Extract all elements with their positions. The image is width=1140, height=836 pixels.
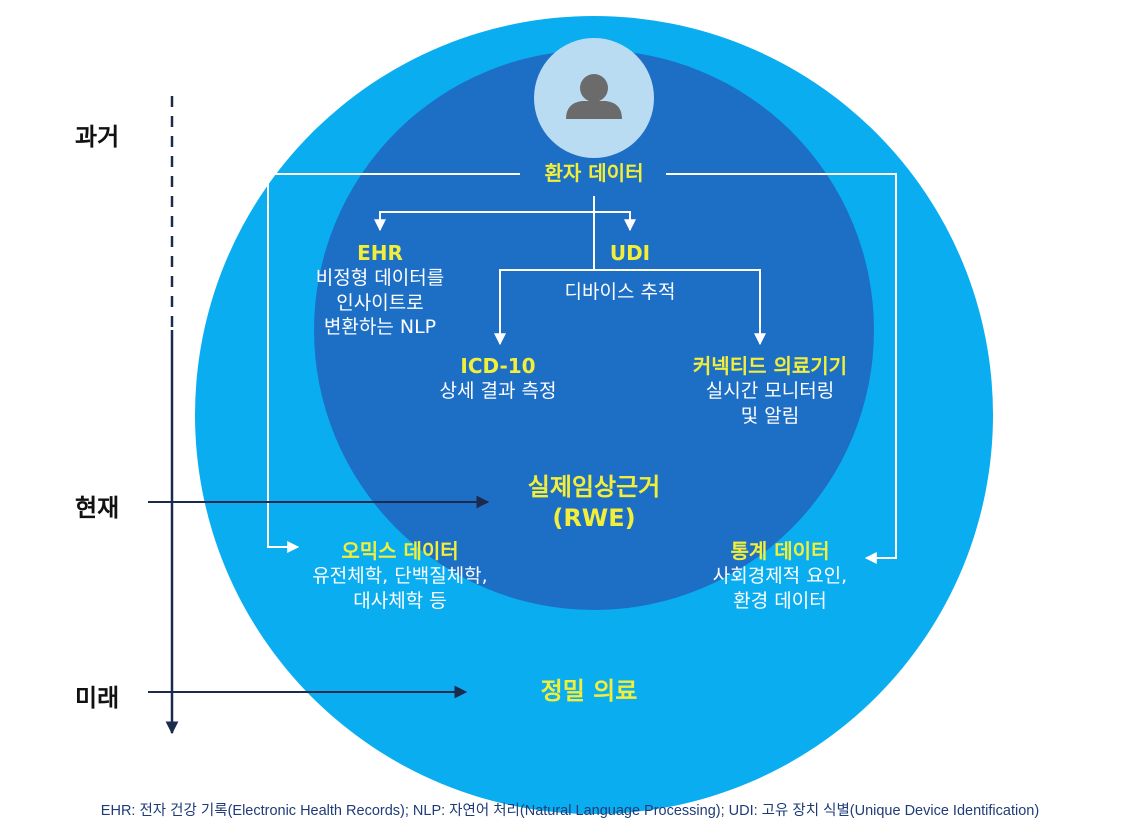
omics-title: 오믹스 데이터 bbox=[341, 539, 459, 563]
icd-node: ICD-10 상세 결과 측정 bbox=[398, 353, 598, 404]
stats-desc-line-2: 환경 데이터 bbox=[733, 589, 827, 612]
precision-medicine-title: 정밀 의료 bbox=[540, 677, 638, 705]
udi-desc: 디바이스 추적 bbox=[564, 281, 676, 303]
omics-node: 오믹스 데이터 유전체학, 단백질체학, 대사체학 등 bbox=[270, 538, 530, 613]
connected-device-node: 커넥티드 의료기기 실시간 모니터링 및 알림 bbox=[650, 353, 890, 428]
stats-desc-line-1: 사회경제적 요인, bbox=[712, 565, 848, 587]
icd-title: ICD-10 bbox=[460, 354, 536, 378]
connected-device-desc-line-1: 실시간 모니터링 bbox=[705, 380, 835, 402]
inner-circle bbox=[314, 50, 874, 610]
ehr-desc-line-3: 변환하는 NLP bbox=[323, 316, 437, 339]
rwe-abbr: (RWE) bbox=[552, 504, 636, 533]
connected-device-desc-line-2: 및 알림 bbox=[740, 404, 800, 427]
footnote: EHR: 전자 건강 기록(Electronic Health Records)… bbox=[100, 803, 1040, 819]
icd-desc: 상세 결과 측정 bbox=[439, 380, 557, 402]
connected-device-title: 커넥티드 의료기기 bbox=[692, 354, 848, 378]
stats-node: 통계 데이터 사회경제적 요인, 환경 데이터 bbox=[670, 538, 890, 613]
timeline-present-label: 현재 bbox=[75, 494, 120, 522]
stats-title: 통계 데이터 bbox=[730, 539, 830, 563]
patient-avatar-icon bbox=[534, 38, 654, 158]
timeline-future-label: 미래 bbox=[75, 684, 120, 712]
ehr-desc-line-2: 인사이트로 bbox=[336, 291, 424, 314]
ehr-node: EHR 비정형 데이터를 인사이트로 변환하는 NLP bbox=[280, 240, 480, 340]
omics-desc-line-1: 유전체학, 단백질체학, bbox=[312, 565, 488, 587]
rwe-node: 실제임상근거 (RWE) bbox=[474, 472, 714, 534]
ehr-title: EHR bbox=[357, 241, 403, 265]
patient-data-title: 환자 데이터 bbox=[544, 161, 644, 185]
omics-desc-line-2: 대사체학 등 bbox=[353, 589, 447, 612]
ehr-desc-line-1: 비정형 데이터를 bbox=[315, 267, 445, 289]
timeline-past-label: 과거 bbox=[75, 123, 120, 151]
timeline bbox=[148, 96, 490, 735]
connector-lines bbox=[267, 173, 897, 564]
udi-title: UDI bbox=[609, 241, 651, 265]
rwe-title: 실제임상근거 bbox=[527, 473, 661, 501]
